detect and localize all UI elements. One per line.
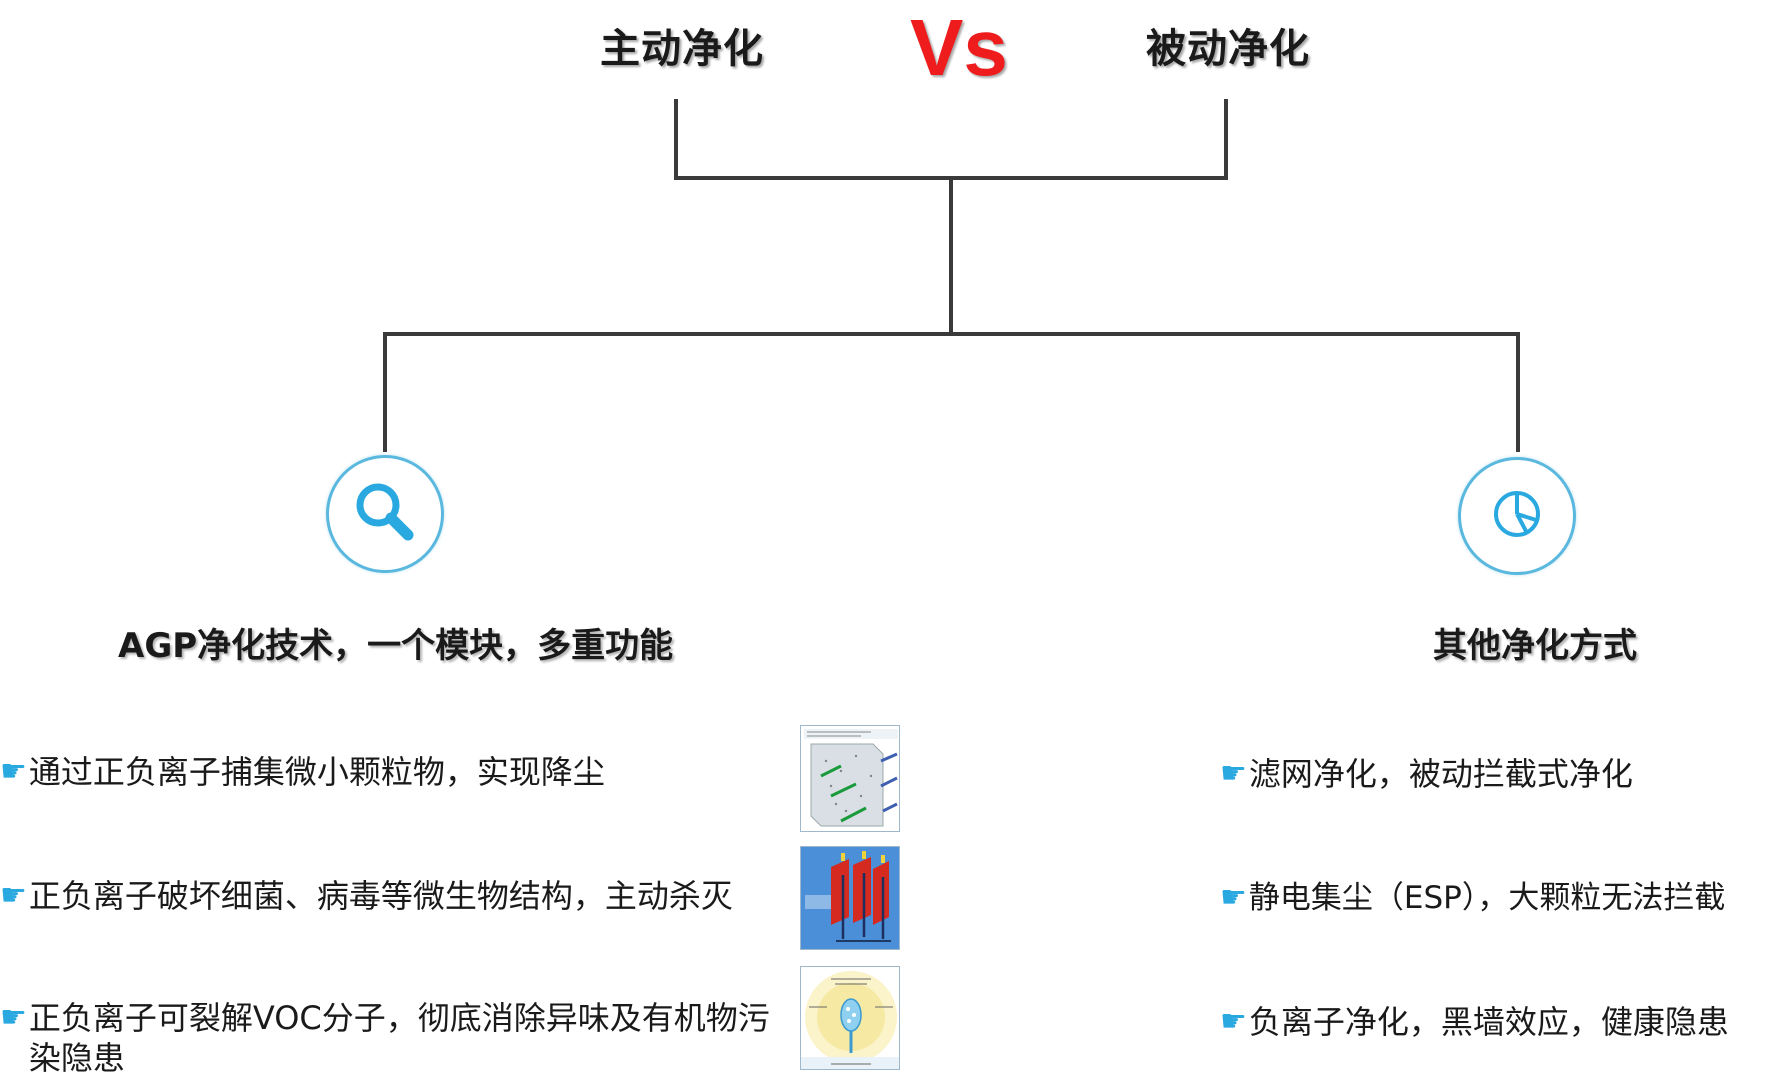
list-item: ☛ 负离子净化，黑墙效应，健康隐患 [1220, 1002, 1779, 1042]
pointing-hand-icon: ☛ [1220, 1004, 1247, 1039]
active-purification-title: 主动净化 [600, 26, 764, 72]
negative-ion-diagram-image [800, 966, 900, 1070]
pointing-hand-icon: ☛ [1220, 756, 1247, 791]
list-item: ☛ 滤网净化，被动拦截式净化 [1220, 754, 1779, 794]
search-icon [350, 477, 420, 551]
vs-label: Vs [910, 3, 1008, 92]
list-item: ☛ 正负离子破坏细菌、病毒等微生物结构，主动杀灭 [0, 876, 780, 916]
list-item-text: 正负离子破坏细菌、病毒等微生物结构，主动杀灭 [28, 877, 733, 915]
other-methods-subtitle: 其他净化方式 [1433, 626, 1637, 666]
pointing-hand-icon: ☛ [1220, 880, 1247, 915]
list-item: ☛ 静电集尘（ESP），大颗粒无法拦截 [1220, 878, 1779, 918]
agp-subtitle: AGP净化技术，一个模块，多重功能 [118, 626, 674, 666]
pointing-hand-icon: ☛ [0, 754, 27, 789]
list-item-text: 静电集尘（ESP），大颗粒无法拦截 [1248, 880, 1726, 916]
passive-purification-title: 被动净化 [1146, 26, 1310, 72]
pointing-hand-icon: ☛ [0, 878, 27, 913]
list-item: ☛ 正负离子可裂解VOC分子，彻底消除异味及有机物污染隐患 [0, 998, 790, 1078]
list-item-text: 负离子净化，黑墙效应，健康隐患 [1248, 1003, 1729, 1041]
list-item-text: 滤网净化，被动拦截式净化 [1248, 755, 1633, 793]
list-item-text: 正负离子可裂解VOC分子，彻底消除异味及有机物污染隐患 [28, 999, 770, 1077]
ionizer-plates-image [800, 846, 900, 950]
pie-chart-icon [1489, 486, 1545, 546]
pointing-hand-icon: ☛ [0, 1000, 27, 1035]
list-item-text: 通过正负离子捕集微小颗粒物，实现降尘 [28, 753, 605, 791]
pie-chart-icon-badge [1458, 457, 1576, 575]
hepa-filter-image [800, 725, 900, 832]
list-item: ☛ 通过正负离子捕集微小颗粒物，实现降尘 [0, 752, 760, 792]
search-icon-badge [326, 455, 444, 573]
